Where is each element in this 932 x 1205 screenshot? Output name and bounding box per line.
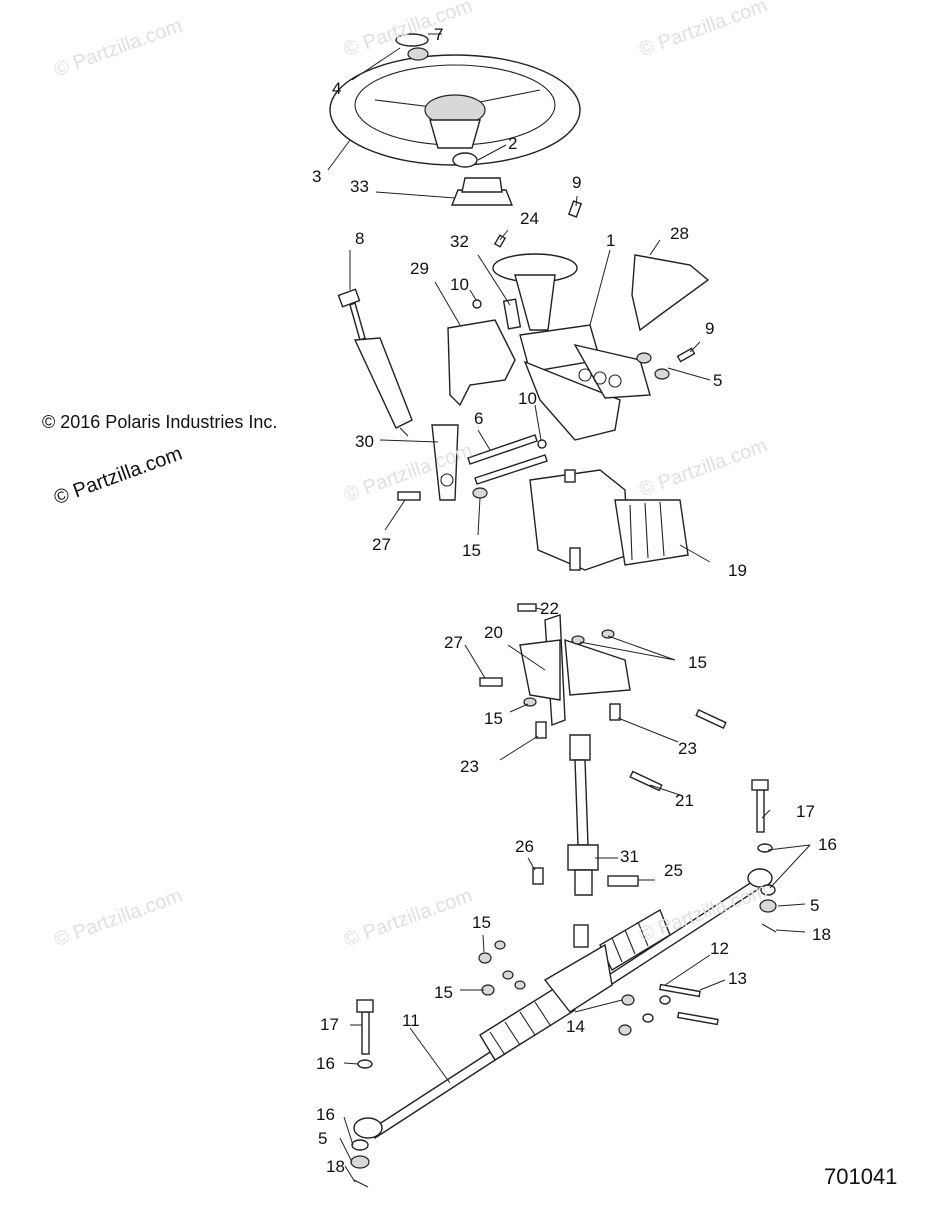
callout-label: 32 [450,232,469,251]
callout-label: 27 [372,535,391,554]
callout-label: 9 [572,173,582,192]
callout-label: 29 [410,259,429,278]
tilt-strut [337,288,413,437]
callout-label: 19 [728,561,747,580]
callout-label: 15 [688,653,707,672]
callout-label: 23 [678,739,697,758]
tie-rod-end-left [350,1117,383,1169]
copyright-notice: © 2016 Polaris Industries Inc. [42,412,278,432]
callout-label: 21 [675,791,694,810]
callout-label: 4 [332,79,342,98]
callout-label: 18 [326,1157,345,1176]
callout-label: 3 [312,167,322,186]
callout-label: 1 [606,231,616,250]
callout-label: 5 [810,896,820,915]
leader-lines [327,33,811,1183]
power-steering-unit [529,469,689,571]
callout-label: 11 [402,1011,420,1030]
mount-bracket [519,614,631,726]
callout-label: 17 [320,1015,339,1034]
callout-label: 20 [484,623,503,642]
callout-label: 18 [812,925,831,944]
callout-label: 25 [664,861,683,880]
steering-column [492,253,651,441]
intermediate-shaft [567,734,599,896]
callout-label: 33 [350,177,369,196]
callout-label: 26 [515,837,534,856]
callout-label: 10 [450,275,469,294]
callout-label: 17 [796,802,815,821]
callout-label: 30 [355,432,374,451]
callout-label: 14 [566,1017,585,1036]
fasteners [353,200,777,1188]
callout-label: 24 [520,209,539,228]
callout-label: 6 [474,409,484,428]
callout-label: 5 [318,1129,328,1148]
callout-label: 2 [508,134,518,153]
callout-label: 16 [316,1105,335,1124]
column-cover-left [447,319,516,407]
callout-label: 12 [710,939,729,958]
column-cover-right [631,254,710,332]
diagram-number: 701041 [824,1164,898,1189]
tie-rod-end-right [747,868,777,913]
callout-label: 15 [472,913,491,932]
callout-label: 16 [818,835,837,854]
callout-label: 27 [444,633,463,652]
steering-wheel-cap [395,33,429,61]
callout-label: 15 [484,709,503,728]
steering-rack [369,879,761,1139]
pivot-bolts [467,434,548,485]
hub-nut [452,152,478,168]
callout-label: 13 [728,969,747,988]
callout-label: 23 [460,757,479,776]
callout-label: 8 [355,229,365,248]
callout-label: 5 [713,371,723,390]
callout-label: 9 [705,319,715,338]
callout-label: 28 [670,224,689,243]
callout-label: 15 [462,541,481,560]
callout-label: 7 [434,25,444,44]
callout-label: 15 [434,983,453,1002]
callout-label: 22 [540,599,559,618]
upper-u-joint [431,424,459,501]
callout-label: 31 [620,847,639,866]
steering-wheel [329,54,581,166]
callout-label: 16 [316,1054,335,1073]
callout-label: 10 [518,389,537,408]
hub-adapter [450,177,514,206]
